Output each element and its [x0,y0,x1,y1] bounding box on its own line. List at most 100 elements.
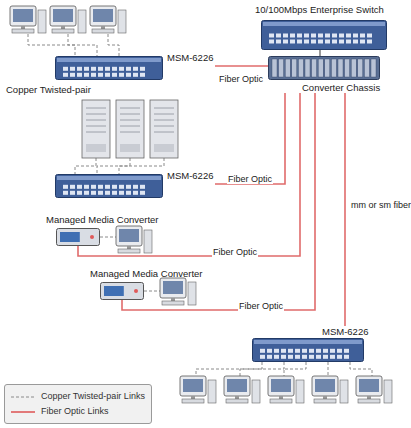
tower [252,380,260,403]
screen [13,9,33,22]
copper-link [350,362,372,376]
port [323,355,328,359]
link-label: Fiber Optic [238,301,284,311]
converter-slot [351,59,356,77]
port [112,185,117,189]
switch-top [254,340,362,344]
copper-link [284,362,306,376]
drive-slot [154,120,174,121]
port [105,73,110,77]
stand [127,246,131,249]
stand [323,396,327,399]
port [63,73,68,77]
computer-icon [160,278,196,305]
port [311,34,316,38]
monitor [180,376,206,396]
drive-slot [120,108,140,109]
device-label: 10/100Mbps Enterprise Switch [255,4,384,15]
converter-slot [345,59,350,77]
port [353,34,358,38]
port [318,40,323,44]
port [330,355,335,359]
copper-link [144,291,160,292]
drive-slot [120,114,140,115]
tower [296,380,304,403]
port [276,34,281,38]
port [91,191,96,195]
port [77,191,82,195]
keyboard [12,29,34,33]
port [133,73,138,77]
switch-body [253,339,364,362]
drive-slot [120,126,140,127]
port [105,185,110,189]
port [112,67,117,71]
fiber-link [215,93,285,184]
port [126,67,131,71]
drive-slot [86,108,106,109]
copper-link [100,237,116,238]
port [91,67,96,71]
port [112,191,117,195]
port [311,40,316,44]
screen [227,379,247,392]
device-icon [56,228,100,246]
network-device: MSM-6226 [55,52,215,80]
fiber-link [319,50,321,56]
port [283,40,288,44]
port [126,73,131,77]
screen [183,379,203,392]
computer-icon [50,6,86,33]
port [337,355,342,359]
tower [340,380,348,403]
server-icon [150,100,178,158]
monitor [50,6,76,26]
stand [235,396,239,399]
port [283,34,288,38]
converter-panel [104,286,124,296]
legend-box: Copper Twisted-pair LinksFiber Optic Lin… [4,384,152,424]
port [260,355,265,359]
port [105,67,110,71]
drive-slot [154,108,174,109]
converter-body [57,229,100,246]
keyboard [162,301,184,305]
port [77,185,82,189]
converter-body [101,283,144,300]
port [98,67,103,71]
port [98,73,103,77]
device-icon [268,56,380,80]
converter-slot [298,59,303,77]
port [269,34,274,38]
port [140,67,145,71]
screen [119,229,139,242]
port [295,349,300,353]
screen [53,9,73,22]
port [112,73,117,77]
tower [38,10,46,33]
switch-top [57,58,161,62]
port [84,67,89,71]
port [133,67,138,71]
device-icon [55,56,163,80]
port [309,349,314,353]
port [91,73,96,77]
port [332,34,337,38]
copper-link [196,362,262,376]
converter-slot [371,59,376,77]
converter-slot [279,59,284,77]
copper-link [119,158,164,174]
server-panel [120,144,140,152]
port [267,355,272,359]
tower [384,380,392,403]
legend-line [11,397,35,398]
legend-text: Copper Twisted-pair Links [41,391,145,402]
network-device: Managed Media Converter [90,268,204,300]
drive-slot [154,126,174,127]
switch-body [56,175,163,198]
legend-line [11,411,35,413]
port [140,185,145,189]
port [304,34,309,38]
port [339,40,344,44]
monitor [90,6,116,26]
